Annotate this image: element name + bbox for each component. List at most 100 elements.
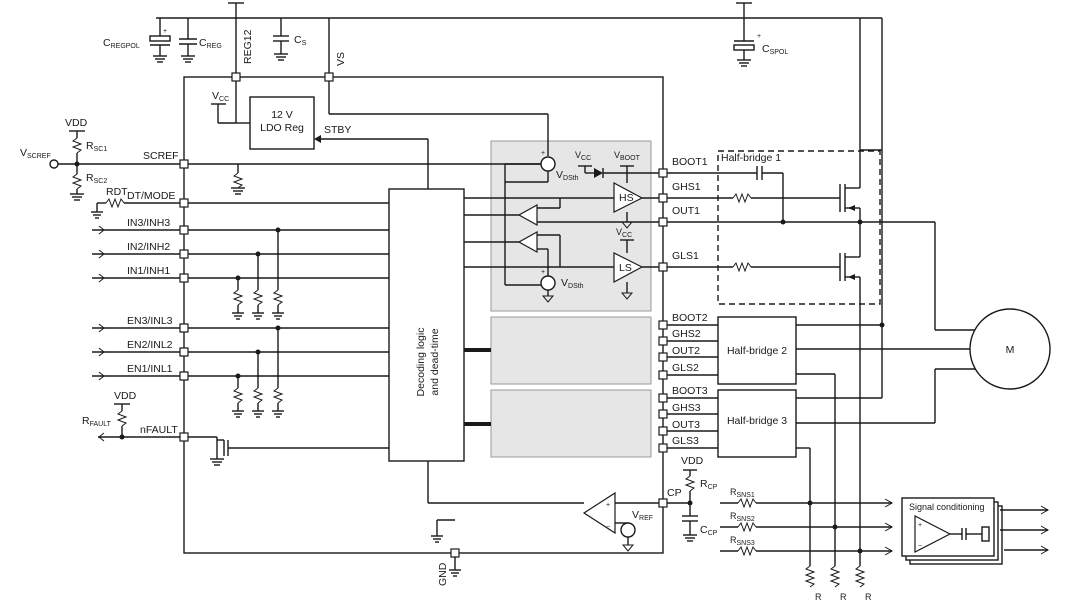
vcc-ls-label: V <box>616 227 622 237</box>
svg-text:+: + <box>541 269 545 276</box>
dtmode-pin-label: DT/MODE <box>127 190 175 202</box>
rsc1-label: R <box>86 140 94 152</box>
svg-text:RFAULT: RFAULT <box>82 415 112 428</box>
gnd-pin <box>431 519 461 577</box>
reg12-wire <box>231 18 250 124</box>
cregpol-capacitor: + <box>149 18 171 63</box>
vdd-fault-label: VDD <box>114 390 137 402</box>
svg-text:−: − <box>918 543 922 550</box>
vcc-hs-sub: CC <box>581 155 591 162</box>
rsc1-sub: SC1 <box>94 146 108 153</box>
rsc2-sub: SC2 <box>94 178 108 185</box>
en2-pin-label: EN2/INL2 <box>127 339 173 351</box>
vdd-cp-label: VDD <box>681 455 704 467</box>
bridge-2-pins <box>658 320 972 566</box>
in2-pin-label: IN2/INH2 <box>127 241 170 253</box>
boot2-pin-label: BOOT2 <box>672 312 708 324</box>
cp-pin-label: CP <box>667 487 682 499</box>
stby-label: STBY <box>324 124 351 136</box>
vboot-sub: BOOT <box>620 155 641 162</box>
scref-divider <box>49 130 548 201</box>
ls-label: LS <box>619 262 632 274</box>
driver-block-2 <box>490 316 652 385</box>
ldo-regulator <box>249 96 315 150</box>
scref-pin-label: SCREF <box>143 150 179 162</box>
out1-pin-label: OUT1 <box>672 205 700 217</box>
in3-pin-label: IN3/INH3 <box>127 217 170 229</box>
vref-sub: REF <box>639 515 653 522</box>
nfault-wire <box>98 403 389 466</box>
rfault-sub: FAULT <box>90 421 112 428</box>
cp-circuit: + − <box>427 461 698 552</box>
vref-label: V <box>632 509 639 521</box>
cspol-label: C <box>762 43 770 55</box>
svg-text:RSNS2: RSNS2 <box>730 511 755 523</box>
cregpol-sub: REGPOL <box>111 43 140 50</box>
motor-wiring <box>934 222 985 331</box>
rdt-label: RDT <box>106 186 128 198</box>
half-bridge-2-block <box>717 316 797 385</box>
r-bottom-2-label: R <box>840 592 847 601</box>
svg-text:VDSth: VDSth <box>561 277 584 290</box>
svg-text:CCP: CCP <box>700 524 718 537</box>
vs-pin-label: VS <box>335 52 347 66</box>
reg12-pin-label: REG12 <box>242 29 254 64</box>
out2-pin-label: OUT2 <box>672 345 700 357</box>
hs-label: HS <box>619 192 634 204</box>
en1-pin-label: EN1/INL1 <box>127 363 173 375</box>
ldo-label-line2: LDO Reg <box>260 122 304 134</box>
r-bottom-3-label: R <box>865 592 872 601</box>
cs-label: C <box>294 34 302 46</box>
gls2-pin-label: GLS2 <box>672 362 699 374</box>
creg-label: C <box>199 37 207 49</box>
svg-text:VDSth: VDSth <box>556 169 579 182</box>
rsns3-label: R <box>730 535 737 545</box>
rfault-label: R <box>82 415 90 427</box>
bridge-3-pins <box>658 368 980 566</box>
svg-text:+: + <box>541 150 545 157</box>
vs-wire <box>324 18 549 156</box>
driver-block-3 <box>490 389 652 458</box>
ccp-sub: CP <box>708 530 718 537</box>
decoding-label-line2: and dead-time <box>429 328 441 395</box>
vscref-label: V <box>20 147 27 159</box>
decoding-logic-block <box>388 188 465 462</box>
vdsth2-label: V <box>561 277 568 289</box>
cspol-capacitor: + <box>733 18 761 67</box>
out3-pin-label: OUT3 <box>672 419 700 431</box>
driver-block-1 <box>490 140 652 312</box>
en3-pin-label: EN3/INL3 <box>127 315 173 327</box>
gls1-pin-label: GLS1 <box>672 250 699 262</box>
svg-text:RSNS3: RSNS3 <box>730 535 755 547</box>
rsns3-sub: SNS3 <box>737 540 755 547</box>
svg-text:CSPOL: CSPOL <box>762 43 788 56</box>
vcc-ldo-label: V <box>212 90 219 102</box>
rcp-label: R <box>700 478 708 490</box>
svg-text:+: + <box>918 522 922 529</box>
svg-text:VSCREF: VSCREF <box>20 147 51 160</box>
rsns2-sub: SNS2 <box>737 516 755 523</box>
cregpol-label: C <box>103 37 111 49</box>
vdd-top-label: VDD <box>65 117 88 129</box>
stby-wire <box>314 135 429 189</box>
cs-capacitor <box>273 18 289 61</box>
vcc-hs-label: V <box>575 150 581 160</box>
ghs3-pin-label: GHS3 <box>672 402 701 414</box>
boot3-pin-label: BOOT3 <box>672 385 708 397</box>
vdsth1-sub: DSth <box>563 175 579 182</box>
sense-resistors <box>720 497 894 588</box>
nfault-pin-label: nFAULT <box>140 424 178 436</box>
svg-text:VCC: VCC <box>616 227 632 239</box>
ghs2-pin-label: GHS2 <box>672 328 701 340</box>
vboot-label: V <box>614 150 620 160</box>
ic-outline <box>183 76 664 554</box>
rcp-sub: CP <box>708 484 718 491</box>
svg-text:+: + <box>163 28 167 35</box>
half-bridge-2-label: Half-bridge 2 <box>727 345 787 357</box>
svg-text:CREGPOL: CREGPOL <box>103 37 140 50</box>
gls3-pin-label: GLS3 <box>672 435 699 447</box>
motor-label: M <box>1006 344 1015 356</box>
gnd-pin-label: GND <box>437 562 449 586</box>
r-bottom-1-label: R <box>815 592 822 601</box>
svg-text:VCC: VCC <box>575 150 591 162</box>
